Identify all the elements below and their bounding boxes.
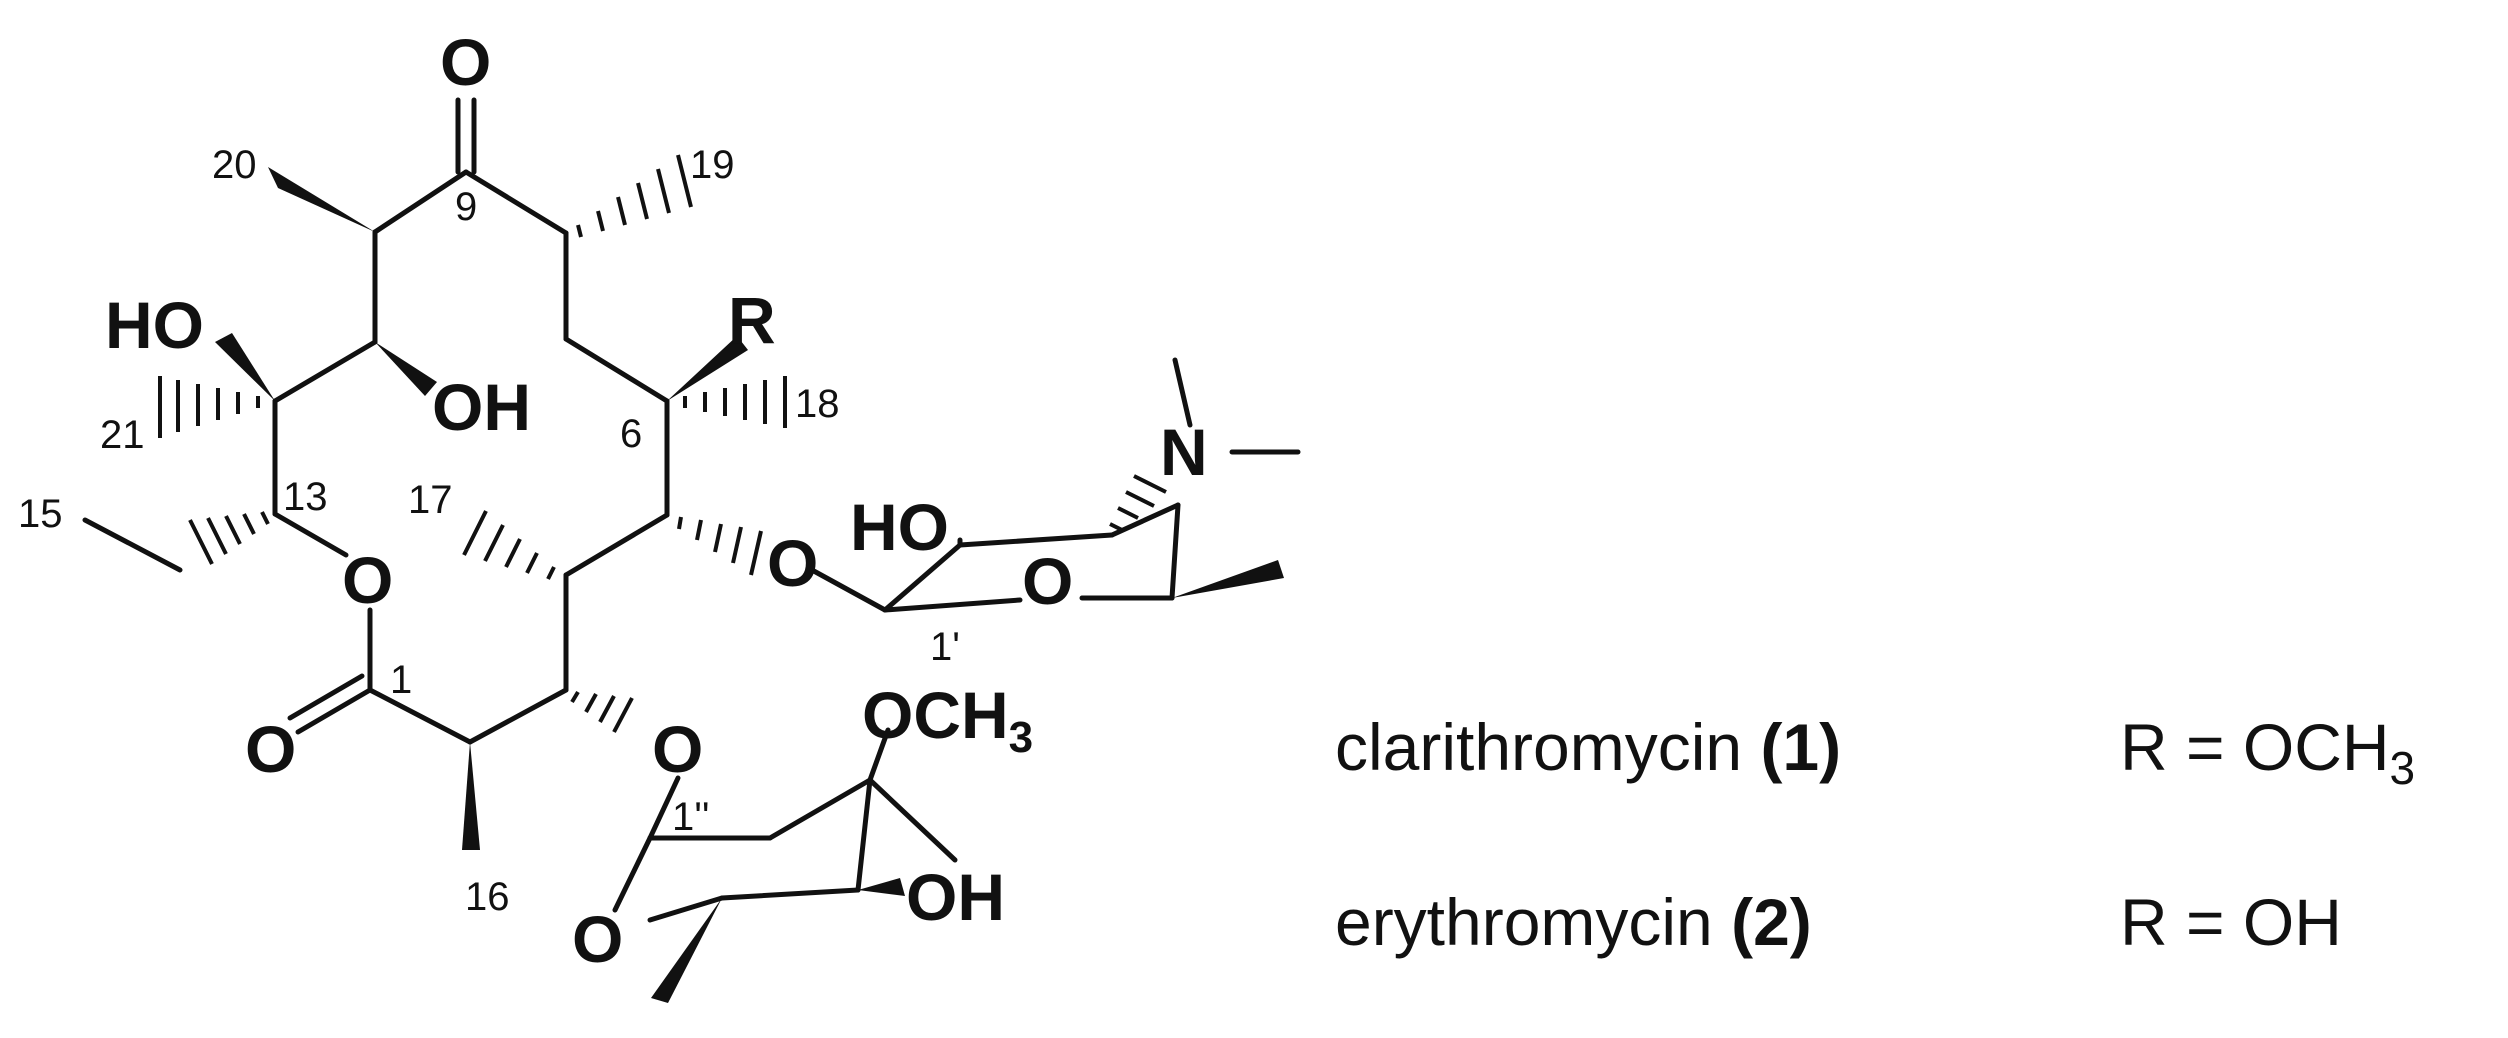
hash-c12-c21 xyxy=(158,376,260,438)
atom-ketone-oxygen: O xyxy=(440,25,491,99)
wedge-c2-c16 xyxy=(462,742,480,850)
wedge-c5p-methyl xyxy=(1172,560,1284,598)
hash-c3p-n xyxy=(1109,474,1167,532)
legend-row-clarithromycin: clarithromycin (1) xyxy=(1335,710,1841,784)
legend-name-clarithromycin: clarithromycin xyxy=(1335,710,1742,784)
wedge-bonds xyxy=(215,167,1284,1003)
atom-och3-cladinose: OCH3 xyxy=(862,678,1033,762)
label-c16: 16 xyxy=(465,875,510,919)
atom-r: R xyxy=(728,283,776,357)
bond-c5-c4 xyxy=(563,512,670,578)
bond-c1p-c2p xyxy=(882,542,963,613)
legend-name-erythromycin: erythromycin xyxy=(1335,885,1713,959)
bond-c3p-c4p xyxy=(1109,502,1181,538)
atom-oh-cladinose: OH xyxy=(906,860,1005,934)
wedge-c12-ho xyxy=(215,333,275,401)
bond-c9-c8 xyxy=(463,169,569,236)
legend-r-subscript-clarithromycin: 3 xyxy=(2390,742,2416,794)
atom-desosamine-ring-oxygen: O xyxy=(1022,544,1073,618)
label-c9: 9 xyxy=(455,185,477,229)
legend-r-prefix-clarithromycin: R = OCH xyxy=(2120,710,2390,784)
hash-c4-c17 xyxy=(462,510,556,580)
bond-o-c1doubleprime xyxy=(647,775,681,841)
bond-c3pp-och3 xyxy=(867,727,891,783)
atom-oxygen-to-cladinose: O xyxy=(652,712,703,786)
atom-ho-desosamine: HO xyxy=(850,490,949,564)
hash-c3-o xyxy=(570,690,634,733)
bond-o-c1prime xyxy=(809,567,888,613)
atom-lactone-oxygen: O xyxy=(245,712,296,786)
wedge-c5pp-methyl xyxy=(651,898,722,1003)
och3-cladinose-subscript: 3 xyxy=(1009,713,1033,762)
atom-ring-oxygen: O xyxy=(342,543,393,617)
wedge-c10-c20 xyxy=(268,167,375,232)
bond-c10-c9 xyxy=(372,169,469,235)
bond-o-c1pp xyxy=(612,835,653,913)
wedge-c11-oh xyxy=(375,342,437,396)
legend-r-erythromycin: R = OH xyxy=(2120,885,2342,959)
legend-row-erythromycin: erythromycin (2) xyxy=(1335,885,1812,959)
label-c1doubleprime: 1'' xyxy=(672,795,710,839)
structure-bonds xyxy=(82,97,1301,923)
bond-o-c1p xyxy=(882,597,1023,613)
legend-r-clarithromycin: R = OCH3 xyxy=(2120,710,2415,794)
bond-c1-lactone-a xyxy=(295,687,373,735)
bond-c5pp-o xyxy=(647,895,725,923)
carbon-numbers: 20 19 9 18 6 21 13 15 17 1 1' 1'' 16 xyxy=(18,143,960,919)
label-c13: 13 xyxy=(283,475,328,519)
atom-oxygen-to-desosamine: O xyxy=(767,526,818,600)
label-c1: 1 xyxy=(390,658,412,702)
bond-o-ring-c13 xyxy=(272,511,349,558)
legend-number-clarithromycin: (1) xyxy=(1760,710,1841,784)
atom-cladinose-ring-oxygen: O xyxy=(572,902,623,976)
bond-c2-c1 xyxy=(367,687,473,745)
bond-c7-c6 xyxy=(563,336,670,404)
hashed-bonds xyxy=(158,154,1167,733)
hash-c5-o xyxy=(677,516,763,576)
atom-labels: O HO OH R O O O O HO O N OCH3 OH O xyxy=(105,25,1208,976)
bond-c2pp-c3pp xyxy=(767,777,873,841)
label-c19: 19 xyxy=(690,143,735,187)
legend-r-prefix-erythromycin: R = OH xyxy=(2120,885,2342,959)
atom-nitrogen: N xyxy=(1160,415,1208,489)
bond-c2p-c3p xyxy=(957,532,1115,548)
bond-c3pp-methyl xyxy=(867,777,958,863)
bond-c4pp-c5pp xyxy=(719,887,861,901)
bond-c4p-c5p xyxy=(1169,502,1181,601)
legend-number-erythromycin: (2) xyxy=(1731,885,1812,959)
hash-c6-c18 xyxy=(683,376,787,428)
bond-c3-c2 xyxy=(467,687,569,745)
compound-legend: clarithromycin (1) R = OCH3 erythromycin… xyxy=(1335,710,2415,959)
label-c20: 20 xyxy=(212,143,257,187)
bond-c1-lactone-b xyxy=(287,673,365,721)
hash-c13-c14 xyxy=(188,511,270,565)
label-c1prime: 1' xyxy=(930,625,960,669)
label-c17: 17 xyxy=(408,478,453,522)
bond-c14-c15 xyxy=(82,517,183,573)
atom-oh-c11: OH xyxy=(432,370,531,444)
bond-c3pp-c4pp xyxy=(855,777,873,893)
bond-c12-c11 xyxy=(272,339,378,404)
atom-ho-c12: HO xyxy=(105,288,204,362)
hash-c8-c19 xyxy=(576,154,693,238)
label-c6: 6 xyxy=(620,412,642,456)
bond-n-me1 xyxy=(1172,357,1193,428)
wedge-c4pp-oh xyxy=(858,878,905,896)
och3-cladinose-prefix: OCH xyxy=(862,678,1009,752)
label-c21: 21 xyxy=(100,413,145,457)
wedge-c6-r xyxy=(667,336,748,401)
label-c18: 18 xyxy=(795,382,840,426)
label-c15: 15 xyxy=(18,492,63,536)
